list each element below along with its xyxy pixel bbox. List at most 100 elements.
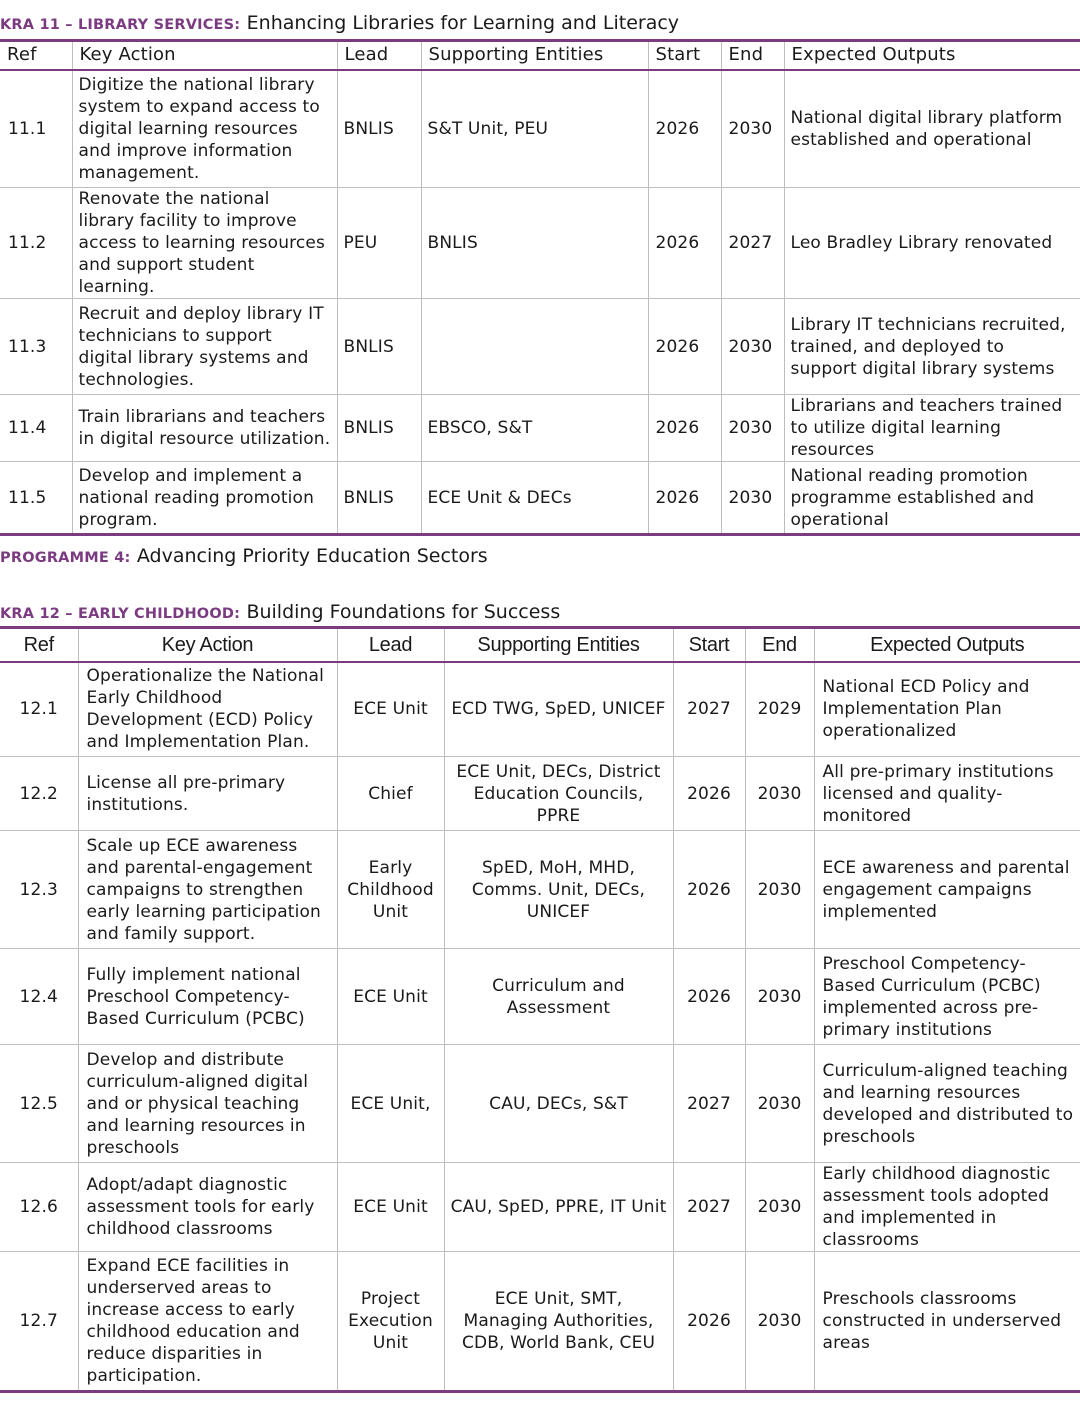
start-cell: 2026 bbox=[647, 394, 722, 462]
table-row: 12.1 Operationalize the National Early C… bbox=[0, 661, 1080, 757]
start-cell: 2026 bbox=[647, 69, 722, 188]
expected-output-cell: Leo Bradley Library renovated bbox=[783, 187, 1080, 299]
expected-output-cell: Preschools classrooms constructed in und… bbox=[813, 1251, 1080, 1392]
ref-cell: 12.5 bbox=[0, 1044, 79, 1163]
expected-output-cell: National digital library platform establ… bbox=[783, 69, 1080, 188]
end-cell: 2030 bbox=[744, 1251, 815, 1392]
end-cell: 2030 bbox=[720, 394, 785, 462]
column-header-supporting-entities: Supporting Entities bbox=[443, 627, 674, 662]
supporting-entities-cell: ECE Unit, DECs, District Education Counc… bbox=[443, 756, 674, 831]
start-cell: 2026 bbox=[672, 830, 746, 949]
key-action-cell: Renovate the national library facility t… bbox=[71, 187, 338, 299]
start-cell: 2027 bbox=[672, 1162, 746, 1252]
lead-cell: PEU bbox=[336, 187, 422, 299]
table-row: 11.4 Train librarians and teachers in di… bbox=[0, 394, 1080, 462]
column-header-key-action: Key Action bbox=[77, 627, 338, 662]
key-action-cell: Recruit and deploy library IT technician… bbox=[71, 298, 338, 395]
ref-cell: 11.5 bbox=[0, 461, 73, 535]
programme4-heading: PROGRAMME 4: Advancing Priority Educatio… bbox=[0, 543, 488, 570]
column-header-end: End bbox=[744, 627, 815, 662]
column-header-ref: Ref bbox=[0, 627, 79, 662]
table-row: 11.2 Renovate the national library facil… bbox=[0, 187, 1080, 299]
supporting-entities-cell: BNLIS bbox=[420, 187, 649, 299]
key-action-cell: Operationalize the National Early Childh… bbox=[77, 661, 338, 757]
kra12-heading: KRA 12 – EARLY CHILDHOOD: Building Found… bbox=[0, 599, 560, 626]
start-cell: 2026 bbox=[647, 187, 722, 299]
lead-cell: ECE Unit bbox=[336, 1162, 445, 1252]
kra12-table: Ref Key Action Lead Supporting Entities … bbox=[0, 626, 1080, 1393]
lead-cell: ECE Unit, bbox=[336, 1044, 445, 1163]
column-header-supporting-entities: Supporting Entities bbox=[420, 40, 649, 70]
start-cell: 2026 bbox=[647, 461, 722, 535]
kra11-label: KRA 11 – LIBRARY SERVICES: bbox=[0, 17, 241, 33]
table-row: 12.6 Adopt/adapt diagnostic assessment t… bbox=[0, 1162, 1080, 1252]
lead-cell: ECE Unit bbox=[336, 948, 445, 1045]
lead-cell: Chief bbox=[336, 756, 445, 831]
start-cell: 2026 bbox=[672, 756, 746, 831]
end-cell: 2029 bbox=[744, 661, 815, 757]
end-cell: 2030 bbox=[720, 461, 785, 535]
ref-cell: 11.2 bbox=[0, 187, 73, 299]
expected-output-cell: Curriculum-aligned teaching and learning… bbox=[813, 1044, 1080, 1163]
expected-output-cell: ECE awareness and parental engagement ca… bbox=[813, 830, 1080, 949]
key-action-cell: Expand ECE facilities in underserved are… bbox=[77, 1251, 338, 1392]
end-cell: 2030 bbox=[720, 69, 785, 188]
end-cell: 2030 bbox=[744, 1162, 815, 1252]
start-cell: 2026 bbox=[647, 298, 722, 395]
lead-cell: Project Execution Unit bbox=[336, 1251, 445, 1392]
table-row: 11.5 Develop and implement a national re… bbox=[0, 461, 1080, 535]
column-header-lead: Lead bbox=[336, 627, 445, 662]
table-row: 12.4 Fully implement national Preschool … bbox=[0, 948, 1080, 1045]
table-header-row: Ref Key Action Lead Supporting Entities … bbox=[0, 40, 1080, 70]
supporting-entities-cell: CAU, SpED, PPRE, IT Unit bbox=[443, 1162, 674, 1252]
supporting-entities-cell bbox=[420, 298, 649, 395]
expected-output-cell: Preschool Competency-Based Curriculum (P… bbox=[813, 948, 1080, 1045]
ref-cell: 11.4 bbox=[0, 394, 73, 462]
key-action-cell: Develop and implement a national reading… bbox=[71, 461, 338, 535]
table-row: 12.7 Expand ECE facilities in underserve… bbox=[0, 1251, 1080, 1392]
column-header-lead: Lead bbox=[336, 40, 422, 70]
column-header-expected-outputs: Expected Outputs bbox=[783, 40, 1080, 70]
lead-cell: BNLIS bbox=[336, 394, 422, 462]
table-row: 12.5 Develop and distribute curriculum-a… bbox=[0, 1044, 1080, 1163]
key-action-cell: Adopt/adapt diagnostic assessment tools … bbox=[77, 1162, 338, 1252]
kra11-heading: KRA 11 – LIBRARY SERVICES: Enhancing Lib… bbox=[0, 10, 679, 37]
start-cell: 2026 bbox=[672, 948, 746, 1045]
ref-cell: 11.3 bbox=[0, 298, 73, 395]
column-header-start: Start bbox=[647, 40, 722, 70]
ref-cell: 11.1 bbox=[0, 69, 73, 188]
programme4-label: PROGRAMME 4: bbox=[0, 550, 131, 566]
ref-cell: 12.6 bbox=[0, 1162, 79, 1252]
key-action-cell: Fully implement national Preschool Compe… bbox=[77, 948, 338, 1045]
kra11-table: Ref Key Action Lead Supporting Entities … bbox=[0, 39, 1080, 536]
supporting-entities-cell: Curriculum and Assessment bbox=[443, 948, 674, 1045]
expected-output-cell: Librarians and teachers trained to utili… bbox=[783, 394, 1080, 462]
ref-cell: 12.1 bbox=[0, 661, 79, 757]
end-cell: 2027 bbox=[720, 187, 785, 299]
ref-cell: 12.4 bbox=[0, 948, 79, 1045]
ref-cell: 12.2 bbox=[0, 756, 79, 831]
column-header-expected-outputs: Expected Outputs bbox=[813, 627, 1080, 662]
lead-cell: Early Childhood Unit bbox=[336, 830, 445, 949]
supporting-entities-cell: SpED, MoH, MHD, Comms. Unit, DECs, UNICE… bbox=[443, 830, 674, 949]
key-action-cell: Scale up ECE awareness and parental-enga… bbox=[77, 830, 338, 949]
supporting-entities-cell: CAU, DECs, S&T bbox=[443, 1044, 674, 1163]
lead-cell: BNLIS bbox=[336, 461, 422, 535]
ref-cell: 12.3 bbox=[0, 830, 79, 949]
expected-output-cell: National ECD Policy and Implementation P… bbox=[813, 661, 1080, 757]
table-row: 12.2 License all pre-primary institution… bbox=[0, 756, 1080, 831]
end-cell: 2030 bbox=[744, 830, 815, 949]
ref-cell: 12.7 bbox=[0, 1251, 79, 1392]
kra12-title: Building Foundations for Success bbox=[246, 601, 561, 623]
expected-output-cell: Early childhood diagnostic assessment to… bbox=[813, 1162, 1080, 1252]
column-header-key-action: Key Action bbox=[71, 40, 338, 70]
column-header-start: Start bbox=[672, 627, 746, 662]
supporting-entities-cell: ECE Unit, SMT, Managing Authorities, CDB… bbox=[443, 1251, 674, 1392]
start-cell: 2027 bbox=[672, 661, 746, 757]
table-row: 12.3 Scale up ECE awareness and parental… bbox=[0, 830, 1080, 949]
key-action-cell: Train librarians and teachers in digital… bbox=[71, 394, 338, 462]
programme4-title: Advancing Priority Education Sectors bbox=[136, 545, 488, 567]
column-header-end: End bbox=[720, 40, 785, 70]
kra12-label: KRA 12 – EARLY CHILDHOOD: bbox=[0, 606, 241, 622]
kra11-title: Enhancing Libraries for Learning and Lit… bbox=[246, 12, 680, 34]
